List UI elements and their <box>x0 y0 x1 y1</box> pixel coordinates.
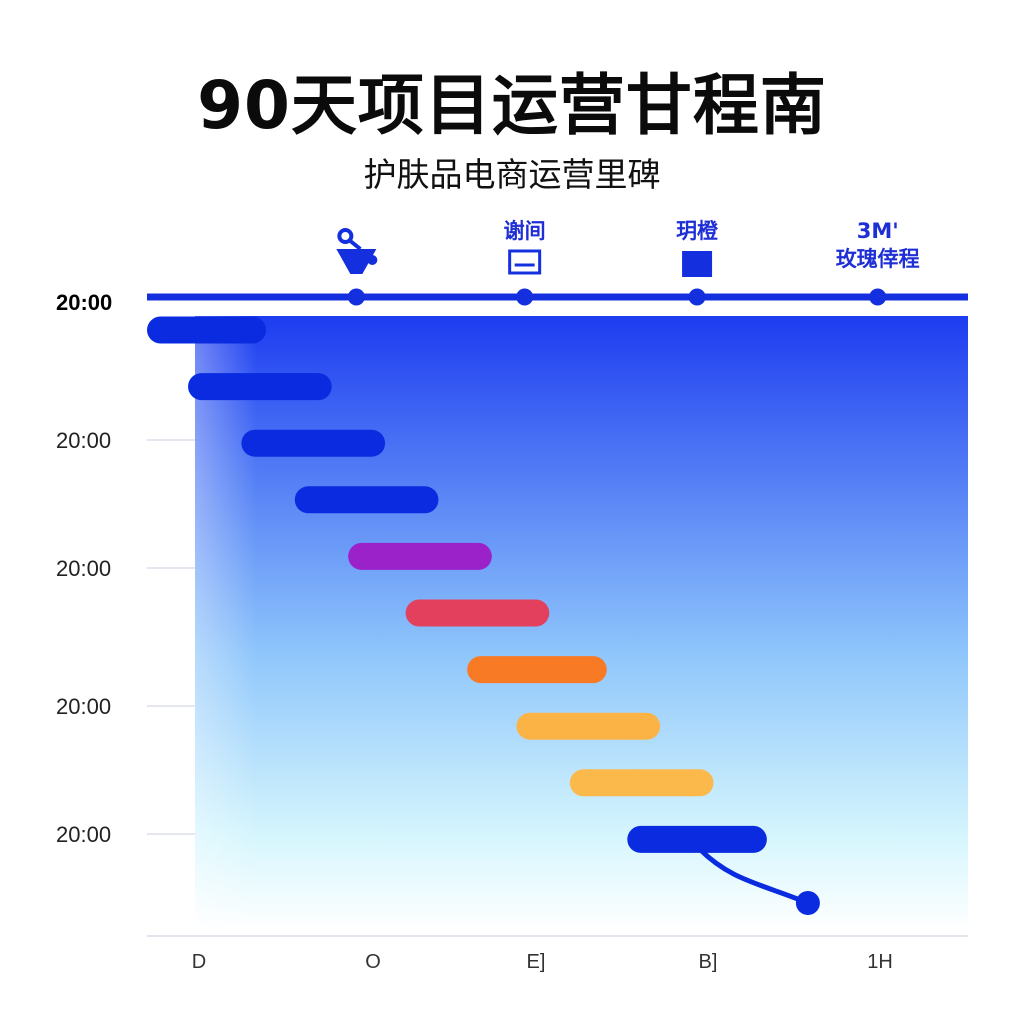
task-bar <box>188 373 332 401</box>
task-bar <box>569 769 714 797</box>
square-icon <box>682 251 713 277</box>
task-bar <box>348 542 492 570</box>
y-tick-label: 20:00 <box>56 290 112 315</box>
y-tick-label: 20:00 <box>56 822 111 847</box>
milestone-dot <box>516 288 534 306</box>
x-tick-label: B] <box>699 951 718 973</box>
milestone-dot <box>688 288 706 306</box>
milestone-label: 谢间 <box>504 219 546 243</box>
x-tick-label: 1H <box>867 951 893 973</box>
end-marker-dot <box>795 891 820 915</box>
x-tick-label: D <box>192 951 206 973</box>
y-tick-label: 20:00 <box>56 694 111 719</box>
task-bar <box>294 486 439 514</box>
end-connector <box>698 847 809 906</box>
hand-bell-icon <box>336 228 378 274</box>
task-bar <box>516 712 661 740</box>
task-bar <box>147 316 267 344</box>
y-tick-label: 20:00 <box>56 428 111 453</box>
chart-title: 90天项目运营甘程南 <box>197 67 827 144</box>
milestone-label: 玫瑰倖程 <box>836 247 920 271</box>
milestone-label: 3M' <box>857 219 899 243</box>
task-bar <box>627 825 767 853</box>
y-tick-label: 20:00 <box>56 556 111 581</box>
task-bar <box>467 656 607 684</box>
calendar-icon <box>508 249 542 275</box>
milestone-label: 玥橙 <box>676 219 719 243</box>
milestone-dot <box>869 288 887 306</box>
x-tick-label: E] <box>527 951 546 973</box>
plot-background-fade <box>195 316 968 930</box>
task-bar <box>241 429 386 457</box>
milestone-dot <box>347 288 365 306</box>
task-bar <box>405 599 550 627</box>
chart-subtitle: 护肤品电商运营里碑 <box>363 155 661 194</box>
x-tick-label: O <box>365 951 381 973</box>
